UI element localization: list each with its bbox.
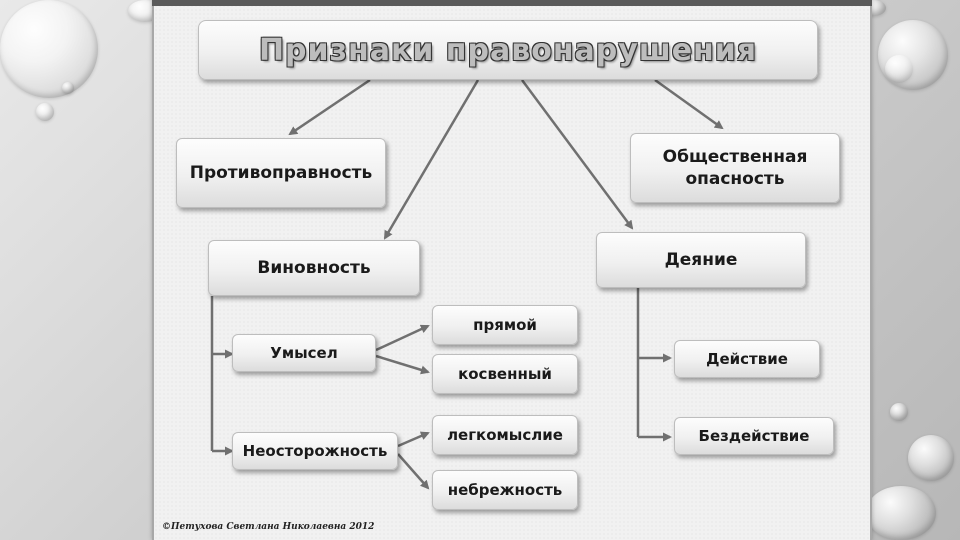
arrow-to-kosvennyy (376, 356, 428, 372)
arrow-to-legkomyslie (398, 433, 428, 446)
node-neostorozhnost: Неосторожность (232, 432, 398, 470)
arrow-title-to-protivopravnost (290, 80, 370, 134)
arrow-title-to-deyanie (522, 80, 632, 228)
node-nebrezhnost: небрежность (432, 470, 578, 510)
node-kosvennyy: косвенный (432, 354, 578, 394)
arrow-title-to-vinovnost (385, 80, 478, 238)
arrow-to-pryamoy (376, 326, 428, 350)
copyright-note: ©Петухова Светлана Николаевна 2012 (162, 522, 374, 532)
node-obshchestvennaya-opasnost: Общественная опасность (630, 133, 840, 203)
node-umysel: Умысел (232, 334, 376, 372)
arrow-title-to-opasnost (655, 80, 722, 128)
node-deyanie: Деяние (596, 232, 806, 288)
node-bezdeystvie: Бездействие (674, 417, 834, 455)
node-legkomyslie: легкомыслие (432, 415, 578, 455)
node-pryamoy: прямой (432, 305, 578, 345)
arrow-to-nebrezhnost (398, 454, 428, 488)
diagram-title: Признаки правонарушения (198, 20, 818, 80)
node-protivopravnost: Противоправность (176, 138, 386, 208)
node-vinovnost: Виновность (208, 240, 420, 296)
node-deystvie: Действие (674, 340, 820, 378)
